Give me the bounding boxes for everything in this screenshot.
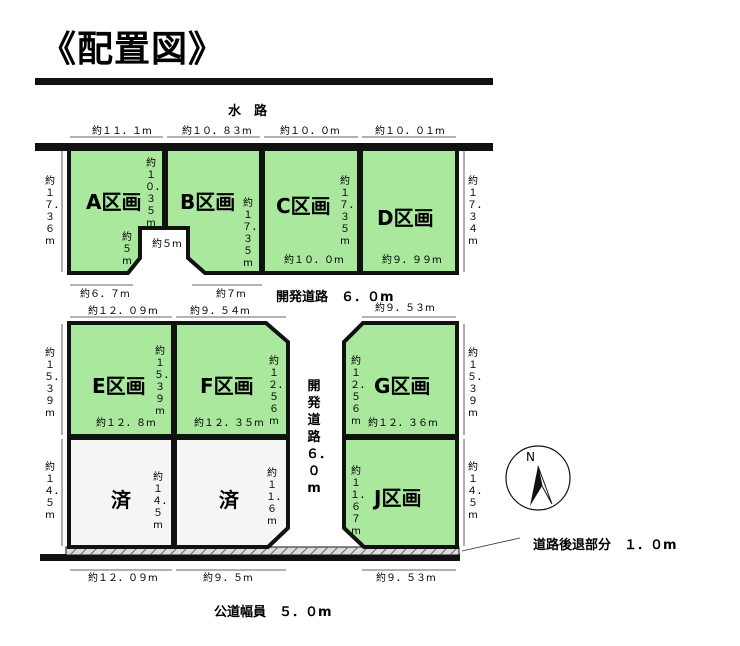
north-compass (505, 445, 571, 511)
dim-a-notch: 約５m (152, 239, 182, 250)
dimension-lines (61, 136, 521, 571)
lot-d-label: D区画 (377, 206, 434, 230)
lot-d[interactable] (359, 147, 459, 275)
public-road-label: 公道幅員 ５．０m (214, 605, 332, 620)
dim-g-bottom: 約１２．３６m (368, 418, 438, 429)
lot-e-label: E区画 (92, 374, 146, 398)
waterway-label: 水 路 (228, 104, 268, 119)
page-title: 《配置図》 (40, 29, 226, 70)
lot-f-label: F区画 (200, 374, 254, 398)
lot-e[interactable] (67, 321, 175, 438)
dim-bottom-3: 約９．５３m (376, 573, 436, 584)
dim-right-1: 約１７．３４m (467, 176, 487, 247)
dim-top-a: 約１１．１m (92, 126, 152, 137)
lot-g-label: G区画 (374, 374, 431, 398)
lot-a-label: A区画 (86, 190, 142, 214)
lot-j-label: J区画 (374, 486, 422, 510)
lot-j[interactable] (342, 436, 459, 549)
setback-label: 道路後退部分 １．０m (533, 538, 677, 553)
dim-g-top: 約９．５３m (375, 303, 435, 314)
dev-road-horizontal-label: 開発道路 ６．０m (276, 290, 394, 305)
lot-b-label: B区画 (180, 190, 236, 214)
dim-right-3: 約１４．５m (467, 462, 487, 521)
dim-bottom-1: 約１２．０９m (88, 573, 158, 584)
lot-c-label: C区画 (276, 194, 331, 218)
lot-c[interactable] (261, 147, 361, 275)
dim-top-d: 約１０．０１m (375, 126, 445, 137)
north-label: N (526, 450, 535, 464)
public-road-edge (40, 554, 460, 561)
lot-sold-1[interactable] (67, 436, 175, 549)
lot-sold-2-label: 済 (219, 488, 239, 512)
dim-c-inner: 約１７．３５m (339, 176, 359, 247)
dim-sold-1-inner: 約１４．５m (152, 472, 172, 531)
dim-d-bottom: 約９．９９m (382, 255, 442, 266)
lot-sold-1-label: 済 (111, 488, 131, 512)
dim-right-2: 約１５．３９m (467, 348, 487, 419)
dim-f-inner: 約１２．５６m (268, 356, 288, 427)
dim-c-bottom: 約１０．０m (284, 255, 344, 266)
dim-mid-6-7: 約６．７m (80, 289, 130, 300)
dev-road-vertical-label: 開発道路６．０m (306, 379, 333, 496)
dim-j-inner: 約１１．６７m (350, 466, 370, 537)
dim-f-top: 約９．５４m (190, 306, 250, 317)
lot-sold-2[interactable] (173, 436, 290, 549)
dim-mid-7: 約７m (216, 289, 246, 300)
dim-e-top: 約１２．０９m (88, 306, 158, 317)
dim-bottom-2: 約９．５m (203, 573, 253, 584)
dim-left-1: 約１７．３６m (44, 176, 64, 247)
dim-sold-2-inner: 約１１．６m (266, 468, 286, 527)
dim-left-2: 約１５．３９m (44, 348, 64, 419)
dim-e-bottom: 約１２．８m (96, 418, 156, 429)
lot-f[interactable] (173, 321, 290, 438)
dim-a-inner: 約１０．３５m (145, 158, 165, 229)
dim-left-3: 約１４．５m (44, 462, 64, 521)
dim-f-bottom: 約１２．３５m (194, 418, 264, 429)
dim-e-inner: 約１５．３９m (154, 346, 174, 417)
dim-a-inner-2: 約５m (122, 232, 132, 267)
header-rule (35, 78, 493, 85)
dim-top-b: 約１０．８３m (182, 126, 252, 137)
dim-b-inner: 約１７．３５m (242, 198, 262, 269)
dim-top-c: 約１０．０m (280, 126, 340, 137)
dim-g-inner: 約１２．５６m (350, 356, 370, 427)
